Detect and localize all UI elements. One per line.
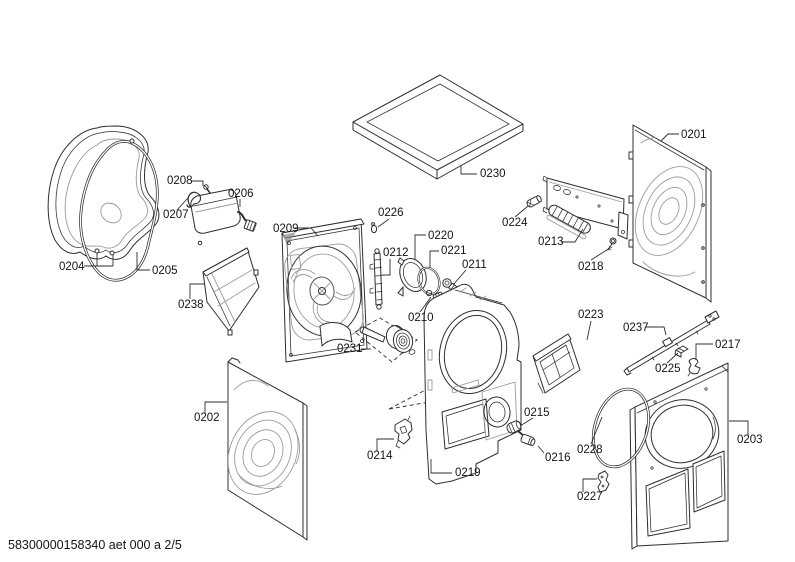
- doc-reference: 58300000158340 aet 000 a 2/5: [8, 538, 182, 552]
- part-0221-seal-ring: [417, 266, 441, 296]
- part-label-0215: 0215: [524, 407, 550, 419]
- part-0205-door-seal: [79, 138, 159, 282]
- leader-0208: [191, 180, 204, 186]
- leader-0221: [429, 250, 439, 268]
- part-0201-rear-panel: [628, 124, 712, 303]
- part-label-0203: 0203: [737, 434, 763, 446]
- part-0214-bracket: [394, 415, 413, 449]
- part-label-0216: 0216: [545, 452, 571, 464]
- part-label-0221: 0221: [441, 245, 467, 257]
- leader-lines: [84, 133, 749, 492]
- part-0238-cover-panel: [197, 240, 260, 336]
- leader-0210: [419, 296, 432, 313]
- part-0223-lint-filter: [532, 333, 581, 394]
- part-0219-front-bulkhead: [388, 283, 522, 485]
- part-0237-rail: [623, 310, 720, 376]
- leader-0205: [136, 252, 150, 271]
- part-0209-rear-bulkhead: [281, 218, 368, 363]
- part-labels: 0201 0202 0203 0204 0205 0206 0207 0208 …: [59, 129, 763, 503]
- part-label-0219: 0219: [455, 467, 481, 479]
- part-0231-drum-roller: [354, 317, 418, 363]
- part-label-0238: 0238: [178, 299, 204, 311]
- part-label-0226: 0226: [378, 207, 404, 219]
- part-0226-grommet: [370, 222, 378, 234]
- leader-0201: [660, 133, 679, 142]
- part-label-0213: 0213: [538, 236, 564, 248]
- leader-0218: [590, 247, 611, 261]
- leader-0216: [537, 445, 545, 454]
- leader-0214: [376, 438, 394, 451]
- leader-0227: [582, 478, 597, 492]
- part-label-0223: 0223: [578, 309, 604, 321]
- leader-0211: [452, 269, 467, 286]
- leader-0230: [460, 166, 477, 175]
- part-label-0206: 0206: [228, 188, 254, 200]
- leader-0238: [189, 283, 204, 299]
- part-label-0212: 0212: [383, 247, 409, 259]
- part-label-0225: 0225: [655, 363, 681, 375]
- part-0213-cross-member: [542, 175, 629, 240]
- part-label-0228: 0228: [577, 444, 603, 456]
- leader-0220: [414, 234, 426, 259]
- part-label-0205: 0205: [152, 265, 178, 277]
- part-0217-latch: [687, 358, 701, 377]
- part-0227-hinge: [597, 470, 610, 493]
- part-0206-control-module: [190, 189, 257, 234]
- leader-0226: [377, 218, 390, 228]
- part-label-0217: 0217: [715, 339, 741, 351]
- leader-0217: [695, 343, 713, 360]
- part-0230-top-panel: [352, 74, 524, 180]
- leader-0215: [519, 417, 534, 427]
- part-label-0210: 0210: [408, 312, 434, 324]
- part-label-0237: 0237: [623, 322, 649, 334]
- part-label-0231: 0231: [337, 343, 363, 355]
- leader-0203: [729, 420, 749, 435]
- part-0215-sensor: [506, 420, 522, 434]
- part-label-0211: 0211: [462, 259, 487, 271]
- leader-0237: [646, 326, 667, 336]
- part-0216-plug: [517, 430, 536, 446]
- part-label-0202: 0202: [194, 412, 220, 424]
- leader-0204: [84, 253, 114, 267]
- part-0212-hinge-strip: [369, 248, 383, 310]
- leader-0209: [295, 227, 319, 237]
- part-0207-wiring-harness: [186, 191, 202, 208]
- leader-0213: [561, 228, 584, 243]
- part-0228-door-seal: [591, 387, 651, 469]
- part-label-0209: 0209: [273, 223, 299, 235]
- leader-0207: [176, 197, 189, 211]
- part-0204-door-inner: [47, 125, 160, 260]
- part-0203-front-panel: [629, 362, 729, 550]
- leader-0225: [666, 352, 679, 364]
- part-label-0224: 0224: [502, 217, 528, 229]
- leader-0223: [586, 320, 592, 341]
- part-label-0218: 0218: [578, 261, 604, 273]
- ribbed-strip: [546, 204, 591, 240]
- part-label-0201: 0201: [681, 129, 707, 141]
- part-label-0227: 0227: [577, 491, 603, 503]
- part-0224-pin: [526, 195, 542, 208]
- part-label-0230: 0230: [480, 168, 506, 180]
- part-0202-side-panel: [227, 357, 308, 541]
- part-label-0214: 0214: [367, 450, 393, 462]
- part-0208-screw: [203, 184, 211, 194]
- part-label-0204: 0204: [59, 261, 85, 273]
- leader-0224: [514, 205, 529, 218]
- leader-0219: [430, 459, 452, 474]
- leader-0212: [382, 259, 391, 276]
- part-label-0220: 0220: [428, 230, 454, 242]
- part-label-0208: 0208: [167, 175, 193, 187]
- leader-0228: [590, 416, 603, 445]
- part-label-0207: 0207: [163, 209, 189, 221]
- leader-0202: [204, 401, 227, 413]
